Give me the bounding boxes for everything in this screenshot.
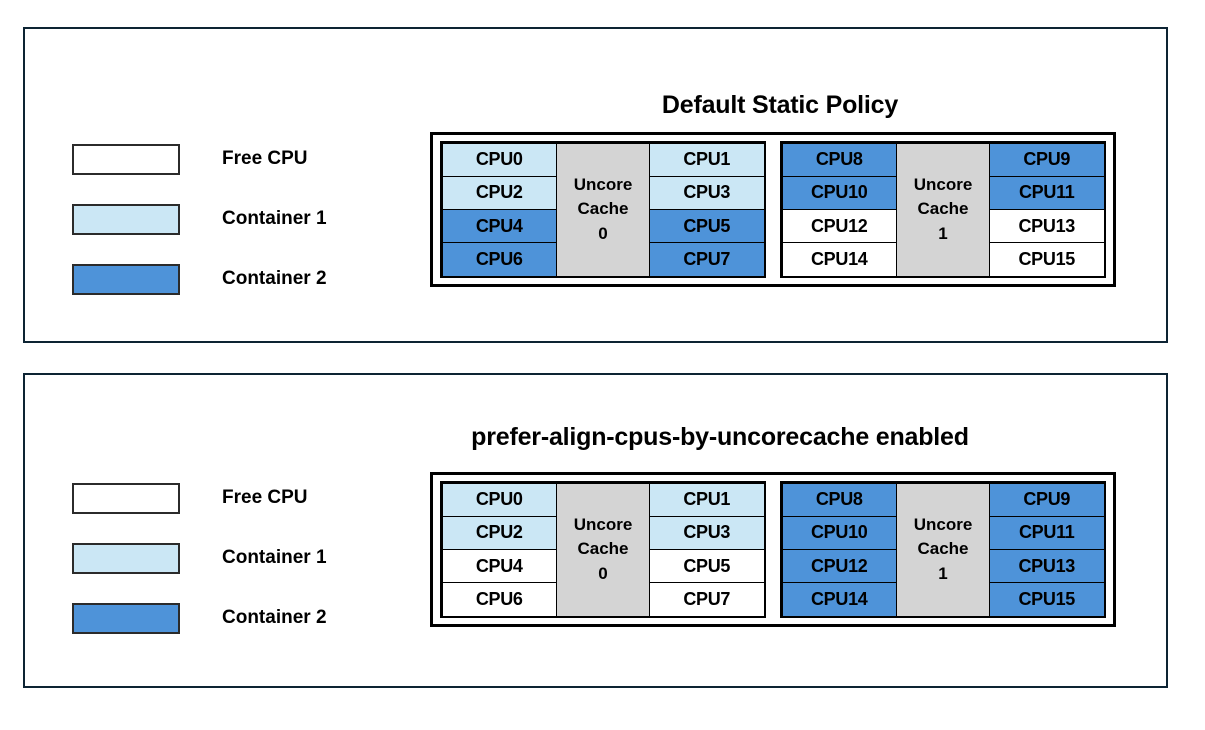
- cpu-cell-cpu15: CPU15: [989, 582, 1105, 617]
- legend: Free CPU Container 1 Container 2: [72, 129, 327, 309]
- legend-swatch-free: [72, 143, 180, 175]
- cpu-cell-cpu5: CPU5: [649, 549, 765, 584]
- panel-prefer-align-cpus-by-uncorecache: prefer-align-cpus-by-uncorecache enabled…: [23, 373, 1168, 688]
- cpu-cell-cpu11: CPU11: [989, 175, 1105, 210]
- cpu-cell-cpu2: CPU2: [441, 175, 557, 210]
- legend-label-container2: Container 2: [222, 607, 327, 628]
- legend-item-free: Free CPU: [72, 468, 327, 528]
- uncore-group-separator: [766, 481, 780, 618]
- uncore-cache-label-line-1: Uncore: [573, 514, 633, 534]
- panel-title: Default Static Policy: [661, 91, 899, 119]
- legend-swatch-free: [72, 482, 180, 514]
- cpu-cell-cpu15: CPU15: [989, 242, 1105, 277]
- cpu-cell-cpu9: CPU9: [989, 482, 1105, 517]
- legend-swatch-container2: [72, 263, 180, 295]
- cpu-cell-cpu12: CPU12: [781, 209, 897, 244]
- cpu-cell-cpu6: CPU6: [441, 582, 557, 617]
- legend-item-container2: Container 2: [72, 249, 327, 309]
- cpu-cell-cpu13: CPU13: [989, 549, 1105, 584]
- cpu-cell-cpu0: CPU0: [441, 142, 557, 177]
- panel-title: prefer-align-cpus-by-uncorecache enabled: [471, 423, 969, 451]
- legend-item-container1: Container 1: [72, 189, 327, 249]
- cpu-cell-cpu4: CPU4: [441, 209, 557, 244]
- legend-label-container1: Container 1: [222, 208, 327, 229]
- uncore-group-separator: [766, 141, 780, 278]
- cpu-cell-cpu10: CPU10: [781, 515, 897, 550]
- cpu-cell-cpu0: CPU0: [441, 482, 557, 517]
- uncore-cache-label-line-2: Cache: [577, 199, 629, 219]
- cpu-cell-cpu7: CPU7: [649, 242, 765, 277]
- legend-label-free: Free CPU: [222, 148, 308, 169]
- legend-item-free: Free CPU: [72, 129, 327, 189]
- legend: Free CPU Container 1 Container 2: [72, 468, 327, 648]
- legend-swatch-container1: [72, 203, 180, 235]
- uncore-cache-label-line-1: Uncore: [573, 174, 633, 194]
- uncore-cache-label-line-2: Cache: [917, 199, 969, 219]
- cpu-cell-cpu8: CPU8: [781, 482, 897, 517]
- uncore-cache-label-line-3: 0: [598, 563, 608, 583]
- uncore-cache-label-line-2: Cache: [577, 539, 629, 559]
- cpu-cell-cpu7: CPU7: [649, 582, 765, 617]
- uncore-cache-label-line-3: 1: [938, 223, 948, 243]
- uncore-cache-label-line-3: 1: [938, 563, 948, 583]
- uncore-cache-label-line-3: 0: [598, 223, 608, 243]
- legend-label-free: Free CPU: [222, 487, 308, 508]
- cpu-cell-cpu8: CPU8: [781, 142, 897, 177]
- cpu-cell-cpu3: CPU3: [649, 175, 765, 210]
- legend-swatch-container2: [72, 602, 180, 634]
- cpu-cell-cpu14: CPU14: [781, 242, 897, 277]
- cpu-cell-cpu2: CPU2: [441, 515, 557, 550]
- legend-item-container2: Container 2: [72, 588, 327, 648]
- cpu-cell-cpu11: CPU11: [989, 515, 1105, 550]
- cpu-cell-cpu10: CPU10: [781, 175, 897, 210]
- legend-label-container2: Container 2: [222, 268, 327, 289]
- uncore-cache-label-line-2: Cache: [917, 539, 969, 559]
- cpu-cell-cpu14: CPU14: [781, 582, 897, 617]
- cpu-cell-cpu12: CPU12: [781, 549, 897, 584]
- legend-label-container1: Container 1: [222, 547, 327, 568]
- legend-item-container1: Container 1: [72, 528, 327, 588]
- cpu-cell-cpu4: CPU4: [441, 549, 557, 584]
- uncore-cache-label-line-1: Uncore: [913, 174, 973, 194]
- cpu-cell-cpu3: CPU3: [649, 515, 765, 550]
- uncore-cache-label-line-1: Uncore: [913, 514, 973, 534]
- cpu-cell-cpu1: CPU1: [649, 142, 765, 177]
- cpu-cell-cpu6: CPU6: [441, 242, 557, 277]
- legend-swatch-container1: [72, 542, 180, 574]
- cpu-cell-cpu9: CPU9: [989, 142, 1105, 177]
- cpu-cell-cpu1: CPU1: [649, 482, 765, 517]
- cpu-cell-cpu5: CPU5: [649, 209, 765, 244]
- cpu-cell-cpu13: CPU13: [989, 209, 1105, 244]
